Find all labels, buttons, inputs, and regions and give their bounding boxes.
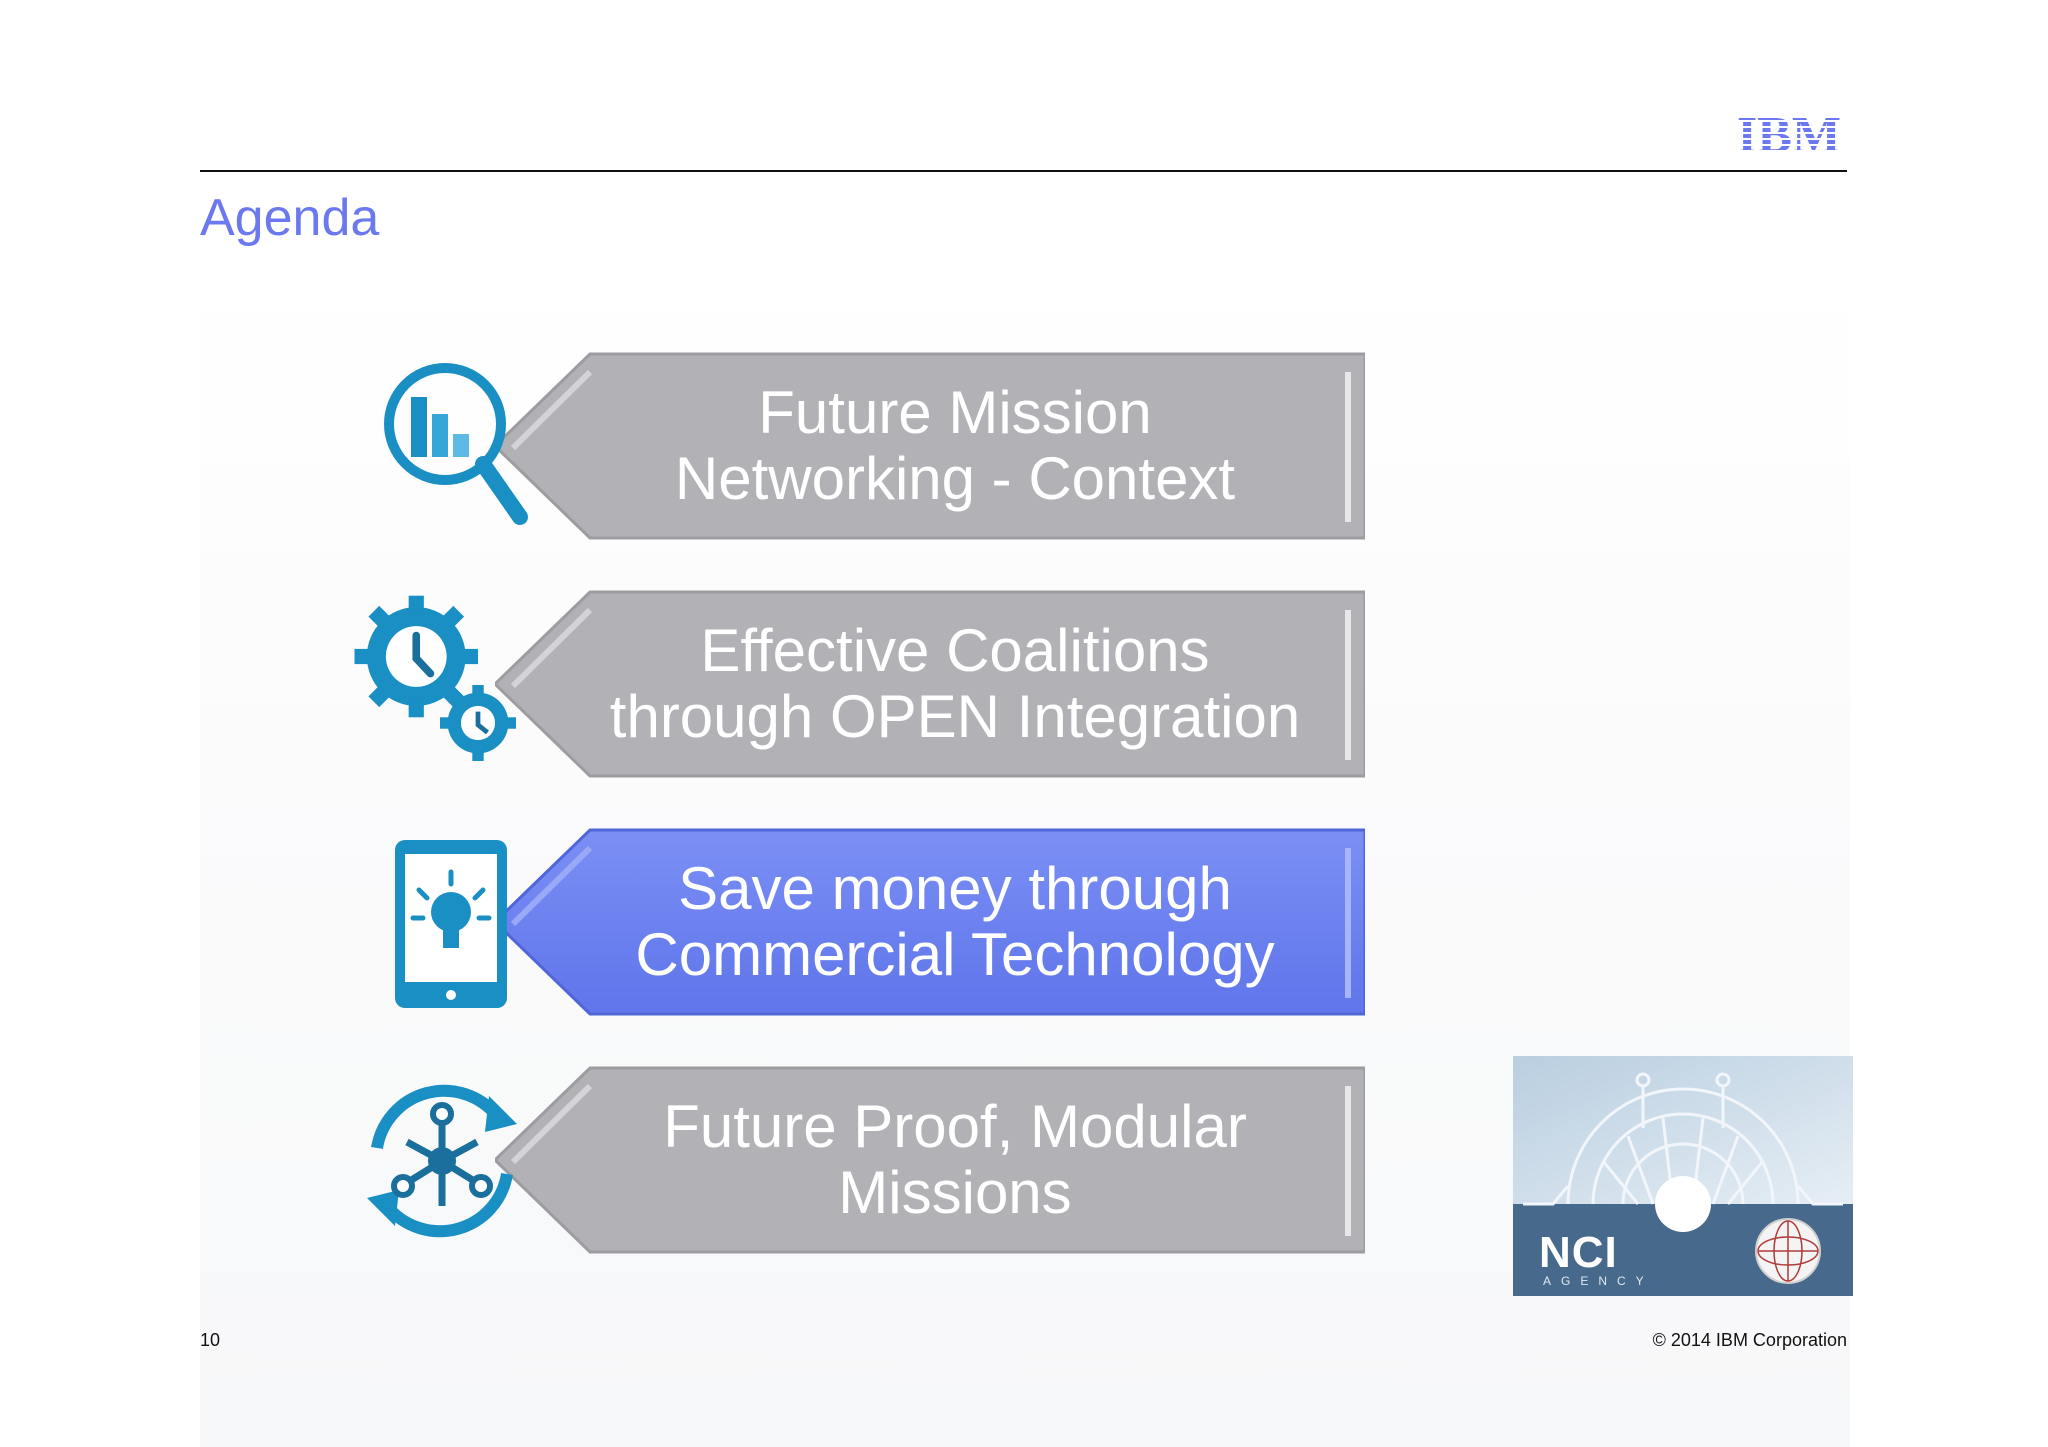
- copyright-notice: © 2014 IBM Corporation: [1652, 1330, 1847, 1350]
- agenda-banner-highlighted: Save money through Commercial Technology: [495, 828, 1365, 1028]
- nci-logo-subtitle: AGENCY: [1543, 1274, 1654, 1288]
- agenda-item-label: Future Mission Networking - Context: [674, 379, 1236, 512]
- nci-logo-name: NCI: [1539, 1228, 1618, 1277]
- agenda-banner: Future Mission Networking - Context: [495, 352, 1365, 552]
- header-rule: [200, 170, 1847, 172]
- agenda-item-context: Future Mission Networking - Context: [355, 352, 1365, 552]
- agenda-item-commercial: Save money through Commercial Technology: [355, 828, 1365, 1028]
- agenda-item-modular: Future Proof, Modular Missions: [355, 1066, 1365, 1266]
- agenda-item-label: Effective Coalitions through OPEN Integr…: [609, 617, 1301, 750]
- gears-clock-icon: [354, 595, 516, 761]
- tablet-lightbulb-icon: [395, 840, 507, 1008]
- agenda-banner: Future Proof, Modular Missions: [495, 1066, 1365, 1266]
- page-number: 10: [200, 1330, 221, 1350]
- network-cycle-icon: [367, 1084, 517, 1238]
- ibm-logo: IBM: [1732, 110, 1847, 156]
- page-title: Agenda: [200, 189, 380, 247]
- agenda-item-label: Save money through Commercial Technology: [635, 855, 1275, 988]
- agenda-item-coalitions: Effective Coalitions through OPEN Integr…: [354, 590, 1365, 790]
- agenda-banner: Effective Coalitions through OPEN Integr…: [495, 590, 1365, 790]
- agenda-item-label: Future Proof, Modular Missions: [663, 1093, 1247, 1226]
- nci-agency-logo: NCI AGENCY: [1513, 1056, 1853, 1296]
- magnifier-chart-icon: [384, 363, 528, 525]
